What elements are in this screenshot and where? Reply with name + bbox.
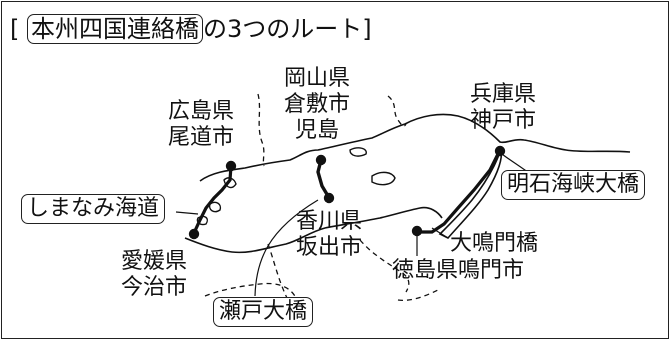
label-kojima-name: 児島: [295, 118, 340, 143]
label-onaruto-bridge: 大鳴門橋: [450, 231, 539, 256]
boundary-okayama-hyogo: [387, 95, 407, 127]
island-1: [371, 171, 396, 186]
shimanami-route: [192, 165, 233, 234]
label-seto-ohashi: 瀬戸大橋: [213, 297, 314, 327]
label-kobe-city: 神戸市: [470, 108, 537, 133]
leader-seto-ohashi: [254, 199, 319, 297]
label-sakaide-city: 坂出市: [296, 235, 363, 260]
map-title: [ 本州四国連絡橋の3つのルート]: [10, 14, 372, 44]
label-imabari-pref: 愛媛県: [121, 249, 188, 274]
leader-shimanami: [175, 211, 199, 215]
label-onomichi-city: 尾道市: [168, 125, 235, 150]
island-5: [349, 147, 367, 157]
city-dot-naruto: [411, 225, 423, 237]
city-dot-onomichi: [225, 160, 237, 172]
label-sakaide-pref: 香川県: [296, 209, 363, 234]
label-kojima-city: 倉敷市: [284, 92, 351, 117]
label-kojima-pref: 岡山県: [284, 66, 351, 91]
shikoku-coastline: [184, 206, 443, 254]
boundary-kagawa-tokushima: [359, 239, 410, 293]
label-imabari: 愛媛県 今治市: [121, 249, 187, 301]
city-dot-imabari: [188, 228, 200, 240]
label-onomichi-pref: 広島県: [168, 99, 235, 124]
boundary-hiroshima-okayama: [257, 93, 265, 167]
label-imabari-city: 今治市: [121, 275, 188, 300]
boundary-shikoku-south: [204, 282, 297, 299]
label-kobe: 兵庫県 神戸市: [470, 82, 536, 134]
akashi-naruto-route: [418, 149, 502, 234]
city-dot-kobe: [494, 145, 506, 157]
label-kojima: 岡山県 倉敷市 児島: [284, 66, 350, 144]
city-dot-kojima: [315, 154, 327, 166]
seto-ohashi-route: [316, 159, 330, 197]
boundary-ehime-kagawa: [267, 243, 289, 301]
leader-onaruto: [431, 227, 449, 239]
boundary-tokushima-south: [397, 289, 439, 302]
label-akashi-kaikyo-bridge: 明石海峡大橋: [501, 170, 646, 200]
title-open-bracket: [: [10, 15, 20, 43]
title-close-bracket: ]: [362, 15, 372, 43]
title-rest: の3つのルート: [203, 15, 363, 43]
label-sakaide: 香川県 坂出市: [296, 209, 362, 261]
honshu-coastline: [199, 113, 631, 182]
island-3: [208, 201, 222, 213]
label-onomichi: 広島県 尾道市: [168, 99, 234, 151]
title-boxed-phrase: 本州四国連絡橋: [27, 14, 204, 44]
label-kobe-pref: 兵庫県: [470, 82, 537, 107]
label-naruto-city: 徳島県鳴門市: [392, 258, 525, 283]
city-dot-sakaide: [323, 192, 335, 204]
label-shimanami-kaido: しまなみ海道: [21, 194, 166, 224]
